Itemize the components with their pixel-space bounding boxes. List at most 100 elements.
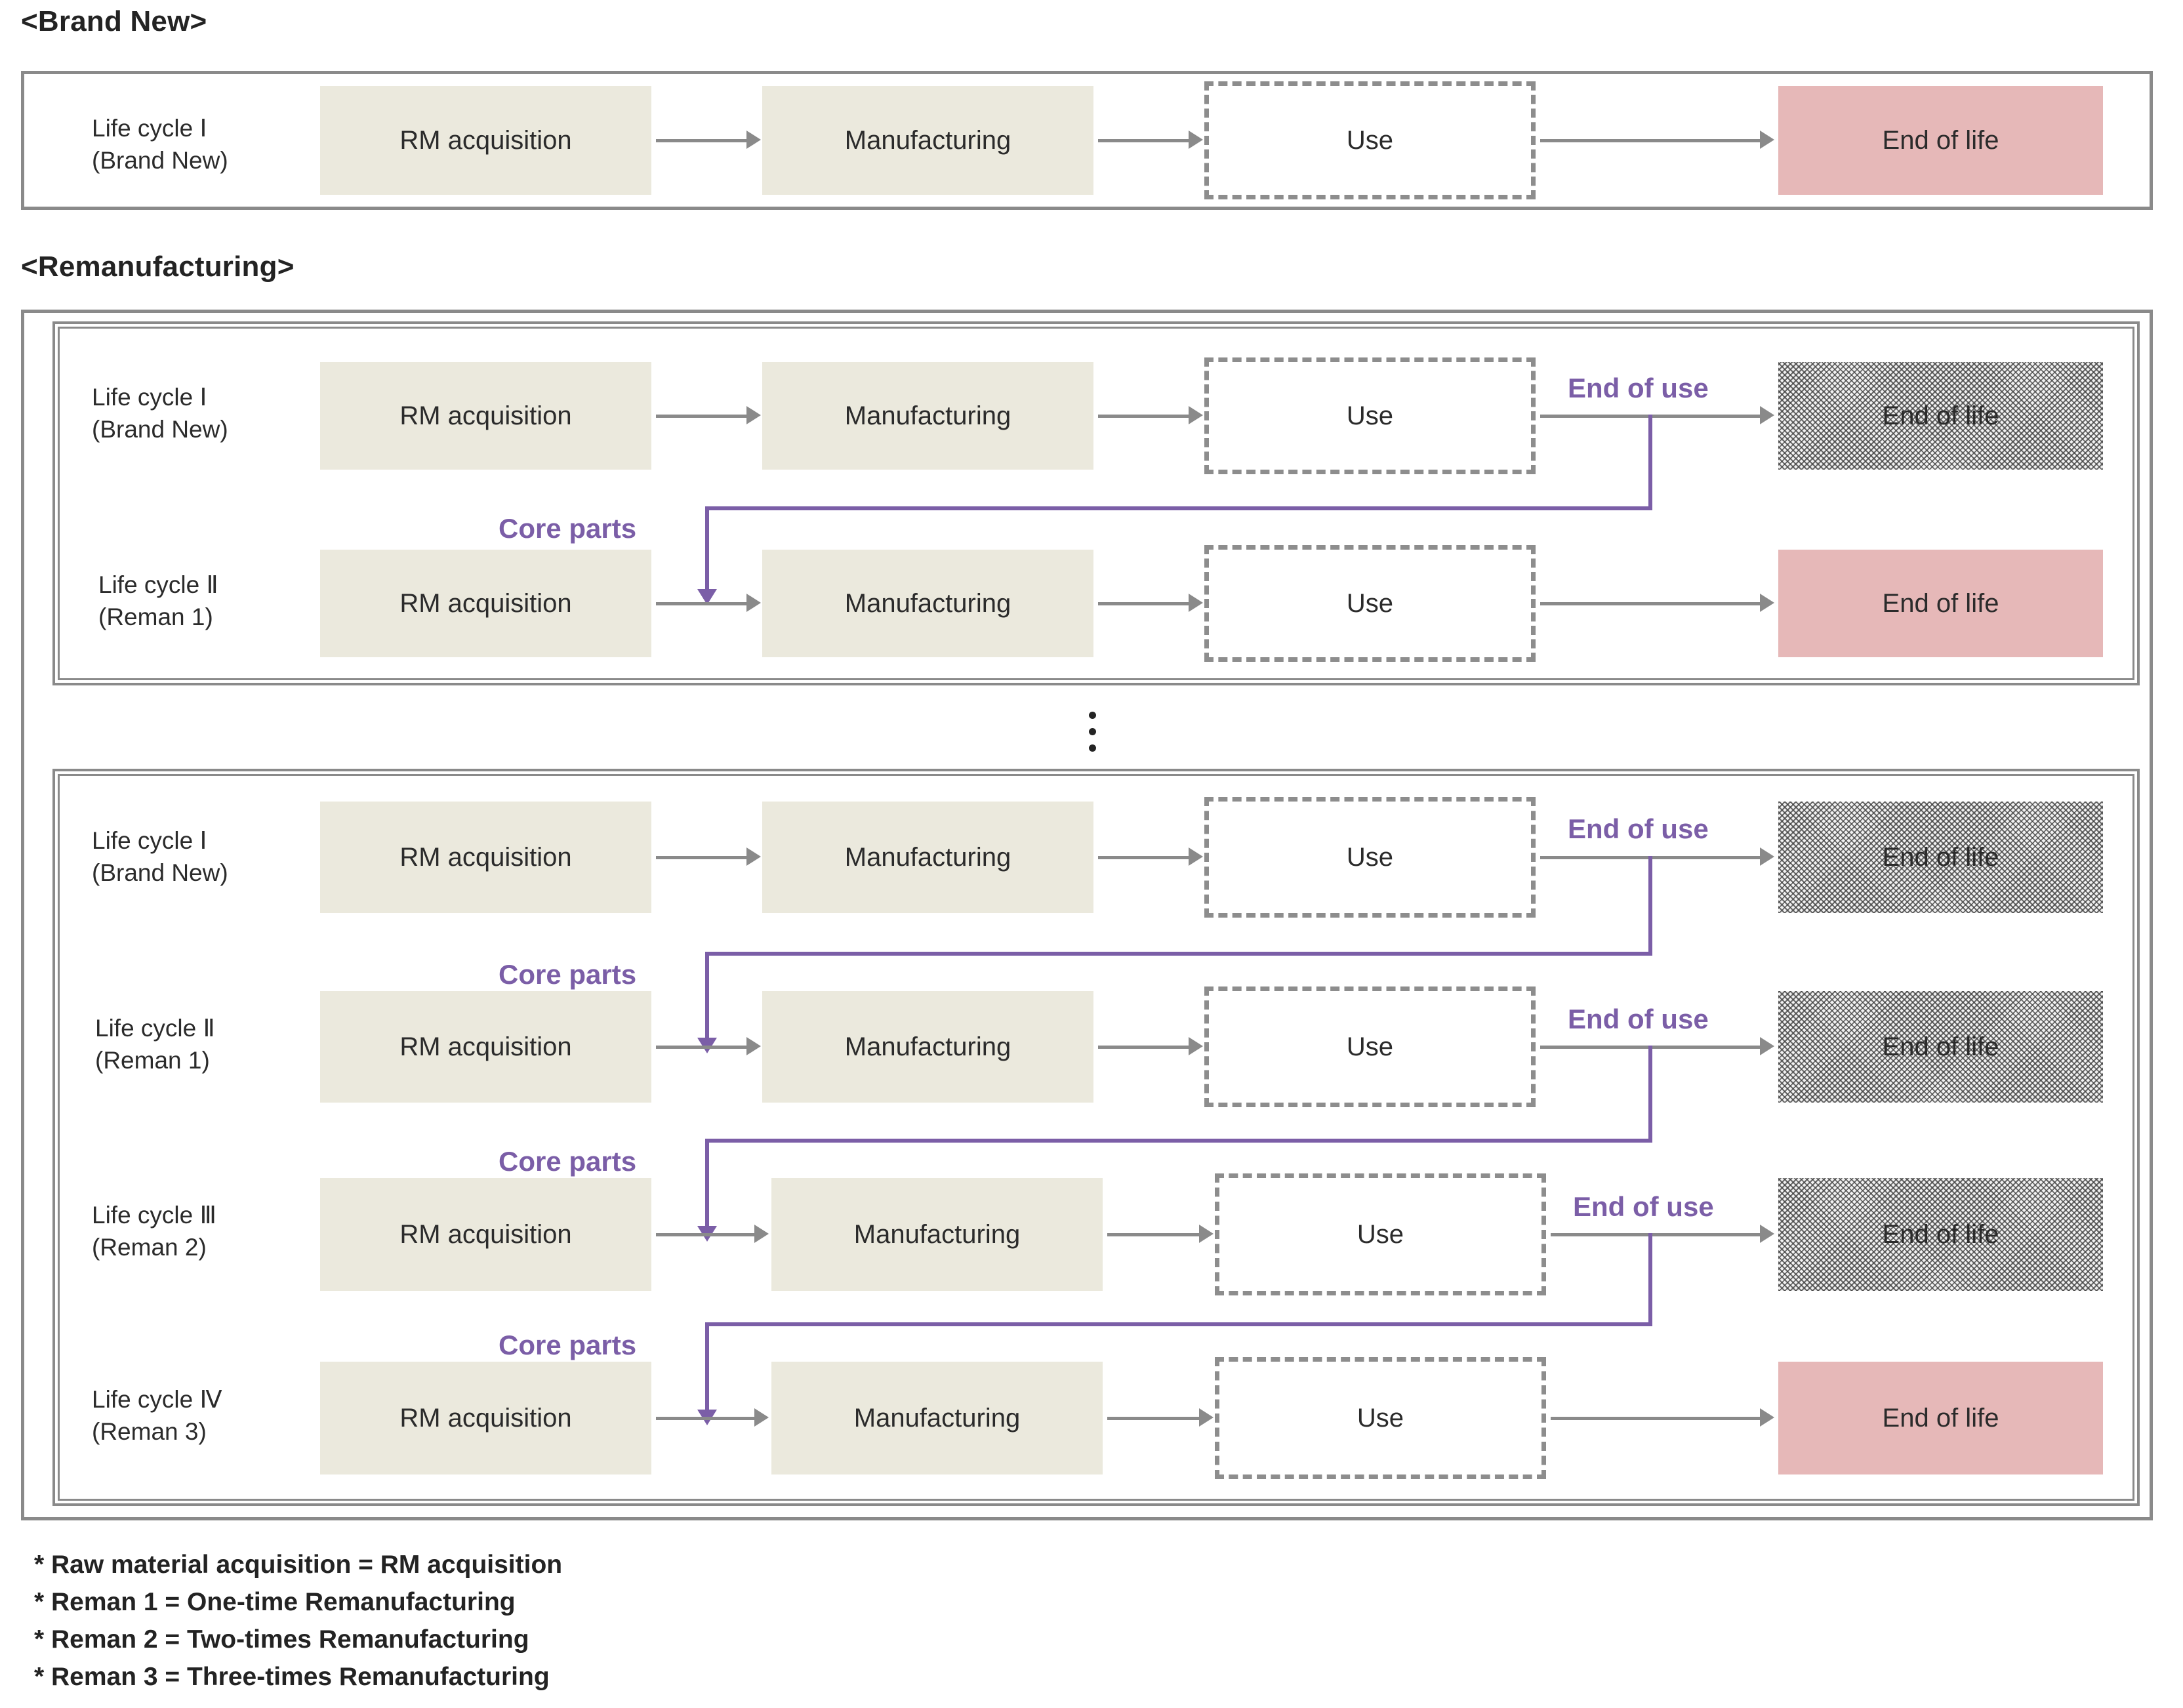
stage-rm-acquisition[interactable]: RM acquisition: [320, 802, 651, 913]
ellipsis-icon: [1089, 712, 1096, 752]
stage-rm-acquisition[interactable]: RM acquisition: [320, 550, 651, 657]
core-parts-vline-right: [1648, 415, 1652, 510]
stage-use[interactable]: Use: [1204, 357, 1536, 474]
stage-label: Use: [1346, 1032, 1394, 1061]
stage-use[interactable]: Use: [1204, 986, 1536, 1107]
row-label-line1: Life cycle Ⅰ: [92, 827, 207, 854]
brand-new-caption: <Brand New>: [21, 5, 207, 37]
stage-use[interactable]: Use: [1204, 545, 1536, 662]
stage-use[interactable]: Use: [1204, 797, 1536, 918]
stage-label: RM acquisition: [399, 1219, 572, 1249]
stage-label: End of life: [1882, 1032, 1999, 1061]
stage-manufacturing[interactable]: Manufacturing: [762, 86, 1093, 195]
stage-end-of-life[interactable]: End of life: [1778, 1362, 2103, 1474]
connector-mfg-to-use: [1098, 1046, 1190, 1049]
stage-end-of-life[interactable]: End of life: [1778, 991, 2103, 1103]
row-label-b-3: Life cycle Ⅲ (Reman 2): [92, 1200, 216, 1264]
connector-rm-to-mfg: [656, 856, 748, 859]
stage-label: Manufacturing: [844, 1032, 1011, 1061]
stage-label: RM acquisition: [399, 401, 572, 430]
stage-manufacturing[interactable]: Manufacturing: [762, 802, 1093, 913]
arrowhead-icon: [1189, 406, 1203, 424]
stage-label: Manufacturing: [853, 1219, 1021, 1249]
row-label-line2: (Brand New): [92, 415, 228, 443]
end-of-use-label: End of use: [1568, 1004, 1709, 1034]
arrowhead-icon: [1189, 847, 1203, 866]
stage-end-of-life[interactable]: End of life: [1778, 550, 2103, 657]
arrowhead-icon: [1760, 406, 1774, 424]
connector-mfg-to-use: [1098, 139, 1190, 142]
arrowhead-icon: [1760, 1408, 1774, 1427]
arrowhead-icon: [746, 406, 761, 424]
row-label-bn-1: Life cycle Ⅰ (Brand New): [92, 113, 228, 177]
stage-manufacturing[interactable]: Manufacturing: [771, 1178, 1103, 1291]
arrowhead-icon: [746, 594, 761, 612]
stage-rm-acquisition[interactable]: RM acquisition: [320, 991, 651, 1103]
arrowhead-icon: [1189, 594, 1203, 612]
arrowhead-icon: [1760, 594, 1774, 612]
row-label-line2: (Reman 1): [98, 603, 213, 630]
row-label-line2: (Reman 1): [95, 1046, 210, 1074]
row-label-line1: Life cycle Ⅰ: [92, 384, 207, 411]
stage-label: Use: [1357, 1219, 1404, 1249]
arrowhead-icon: [1199, 1225, 1214, 1243]
end-of-use-label: End of use: [1568, 813, 1709, 844]
stage-use[interactable]: Use: [1215, 1357, 1546, 1479]
arrowhead-icon: [754, 1408, 769, 1427]
connector-rm-to-mfg: [656, 1046, 748, 1049]
arrowhead-icon: [746, 1037, 761, 1055]
stage-rm-acquisition[interactable]: RM acquisition: [320, 362, 651, 470]
arrowhead-icon: [746, 131, 761, 149]
connector-use-to-eol: [1540, 602, 1761, 605]
core-parts-hline: [705, 1322, 1652, 1326]
footnote-item: * Reman 1 = One-time Remanufacturing: [34, 1587, 516, 1616]
stage-manufacturing[interactable]: Manufacturing: [762, 991, 1093, 1103]
stage-use[interactable]: Use: [1215, 1173, 1546, 1295]
connector-rm-to-mfg: [656, 415, 748, 418]
row-label-line2: (Brand New): [92, 146, 228, 174]
stage-rm-acquisition[interactable]: RM acquisition: [320, 1362, 651, 1474]
stage-end-of-life[interactable]: End of life: [1778, 86, 2103, 195]
stage-label: Manufacturing: [844, 842, 1011, 872]
stage-label: Use: [1346, 401, 1394, 430]
core-parts-vline-left: [705, 1139, 709, 1230]
stage-label: End of life: [1882, 401, 1999, 430]
connector-rm-to-mfg: [656, 1233, 756, 1236]
arrowhead-icon: [1189, 1037, 1203, 1055]
core-parts-vline-right: [1648, 1233, 1652, 1326]
stage-label: RM acquisition: [399, 1403, 572, 1433]
end-of-use-label: End of use: [1568, 373, 1709, 403]
core-parts-label: Core parts: [499, 513, 637, 544]
core-parts-hline: [705, 952, 1652, 956]
row-label-b-4: Life cycle Ⅳ (Reman 3): [92, 1384, 222, 1448]
row-label-line1: Life cycle Ⅱ: [98, 571, 218, 598]
row-label-line2: (Brand New): [92, 859, 228, 886]
stage-label: RM acquisition: [399, 125, 572, 155]
arrowhead-icon: [1199, 1408, 1214, 1427]
stage-label: End of life: [1882, 125, 1999, 155]
connector-rm-to-mfg: [656, 602, 748, 605]
stage-label: Manufacturing: [844, 401, 1011, 430]
stage-rm-acquisition[interactable]: RM acquisition: [320, 1178, 651, 1291]
arrowhead-icon: [1760, 847, 1774, 866]
arrowhead-icon: [1760, 131, 1774, 149]
stage-label: Use: [1357, 1403, 1404, 1433]
stage-manufacturing[interactable]: Manufacturing: [762, 362, 1093, 470]
connector-rm-to-mfg: [656, 139, 748, 142]
arrowhead-icon: [754, 1225, 769, 1243]
stage-end-of-life[interactable]: End of life: [1778, 1178, 2103, 1291]
stage-rm-acquisition[interactable]: RM acquisition: [320, 86, 651, 195]
connector-rm-to-mfg: [656, 1417, 756, 1420]
stage-end-of-life[interactable]: End of life: [1778, 802, 2103, 913]
connector-use-to-eol: [1551, 1233, 1761, 1236]
stage-end-of-life[interactable]: End of life: [1778, 362, 2103, 470]
stage-use[interactable]: Use: [1204, 81, 1536, 199]
stage-label: RM acquisition: [399, 842, 572, 872]
stage-label: End of life: [1882, 588, 1999, 618]
stage-label: RM acquisition: [399, 588, 572, 618]
row-label-b-2: Life cycle Ⅱ (Reman 1): [95, 1013, 215, 1077]
connector-mfg-to-use: [1098, 415, 1190, 418]
stage-manufacturing[interactable]: Manufacturing: [762, 550, 1093, 657]
core-parts-label: Core parts: [499, 959, 637, 990]
stage-manufacturing[interactable]: Manufacturing: [771, 1362, 1103, 1474]
